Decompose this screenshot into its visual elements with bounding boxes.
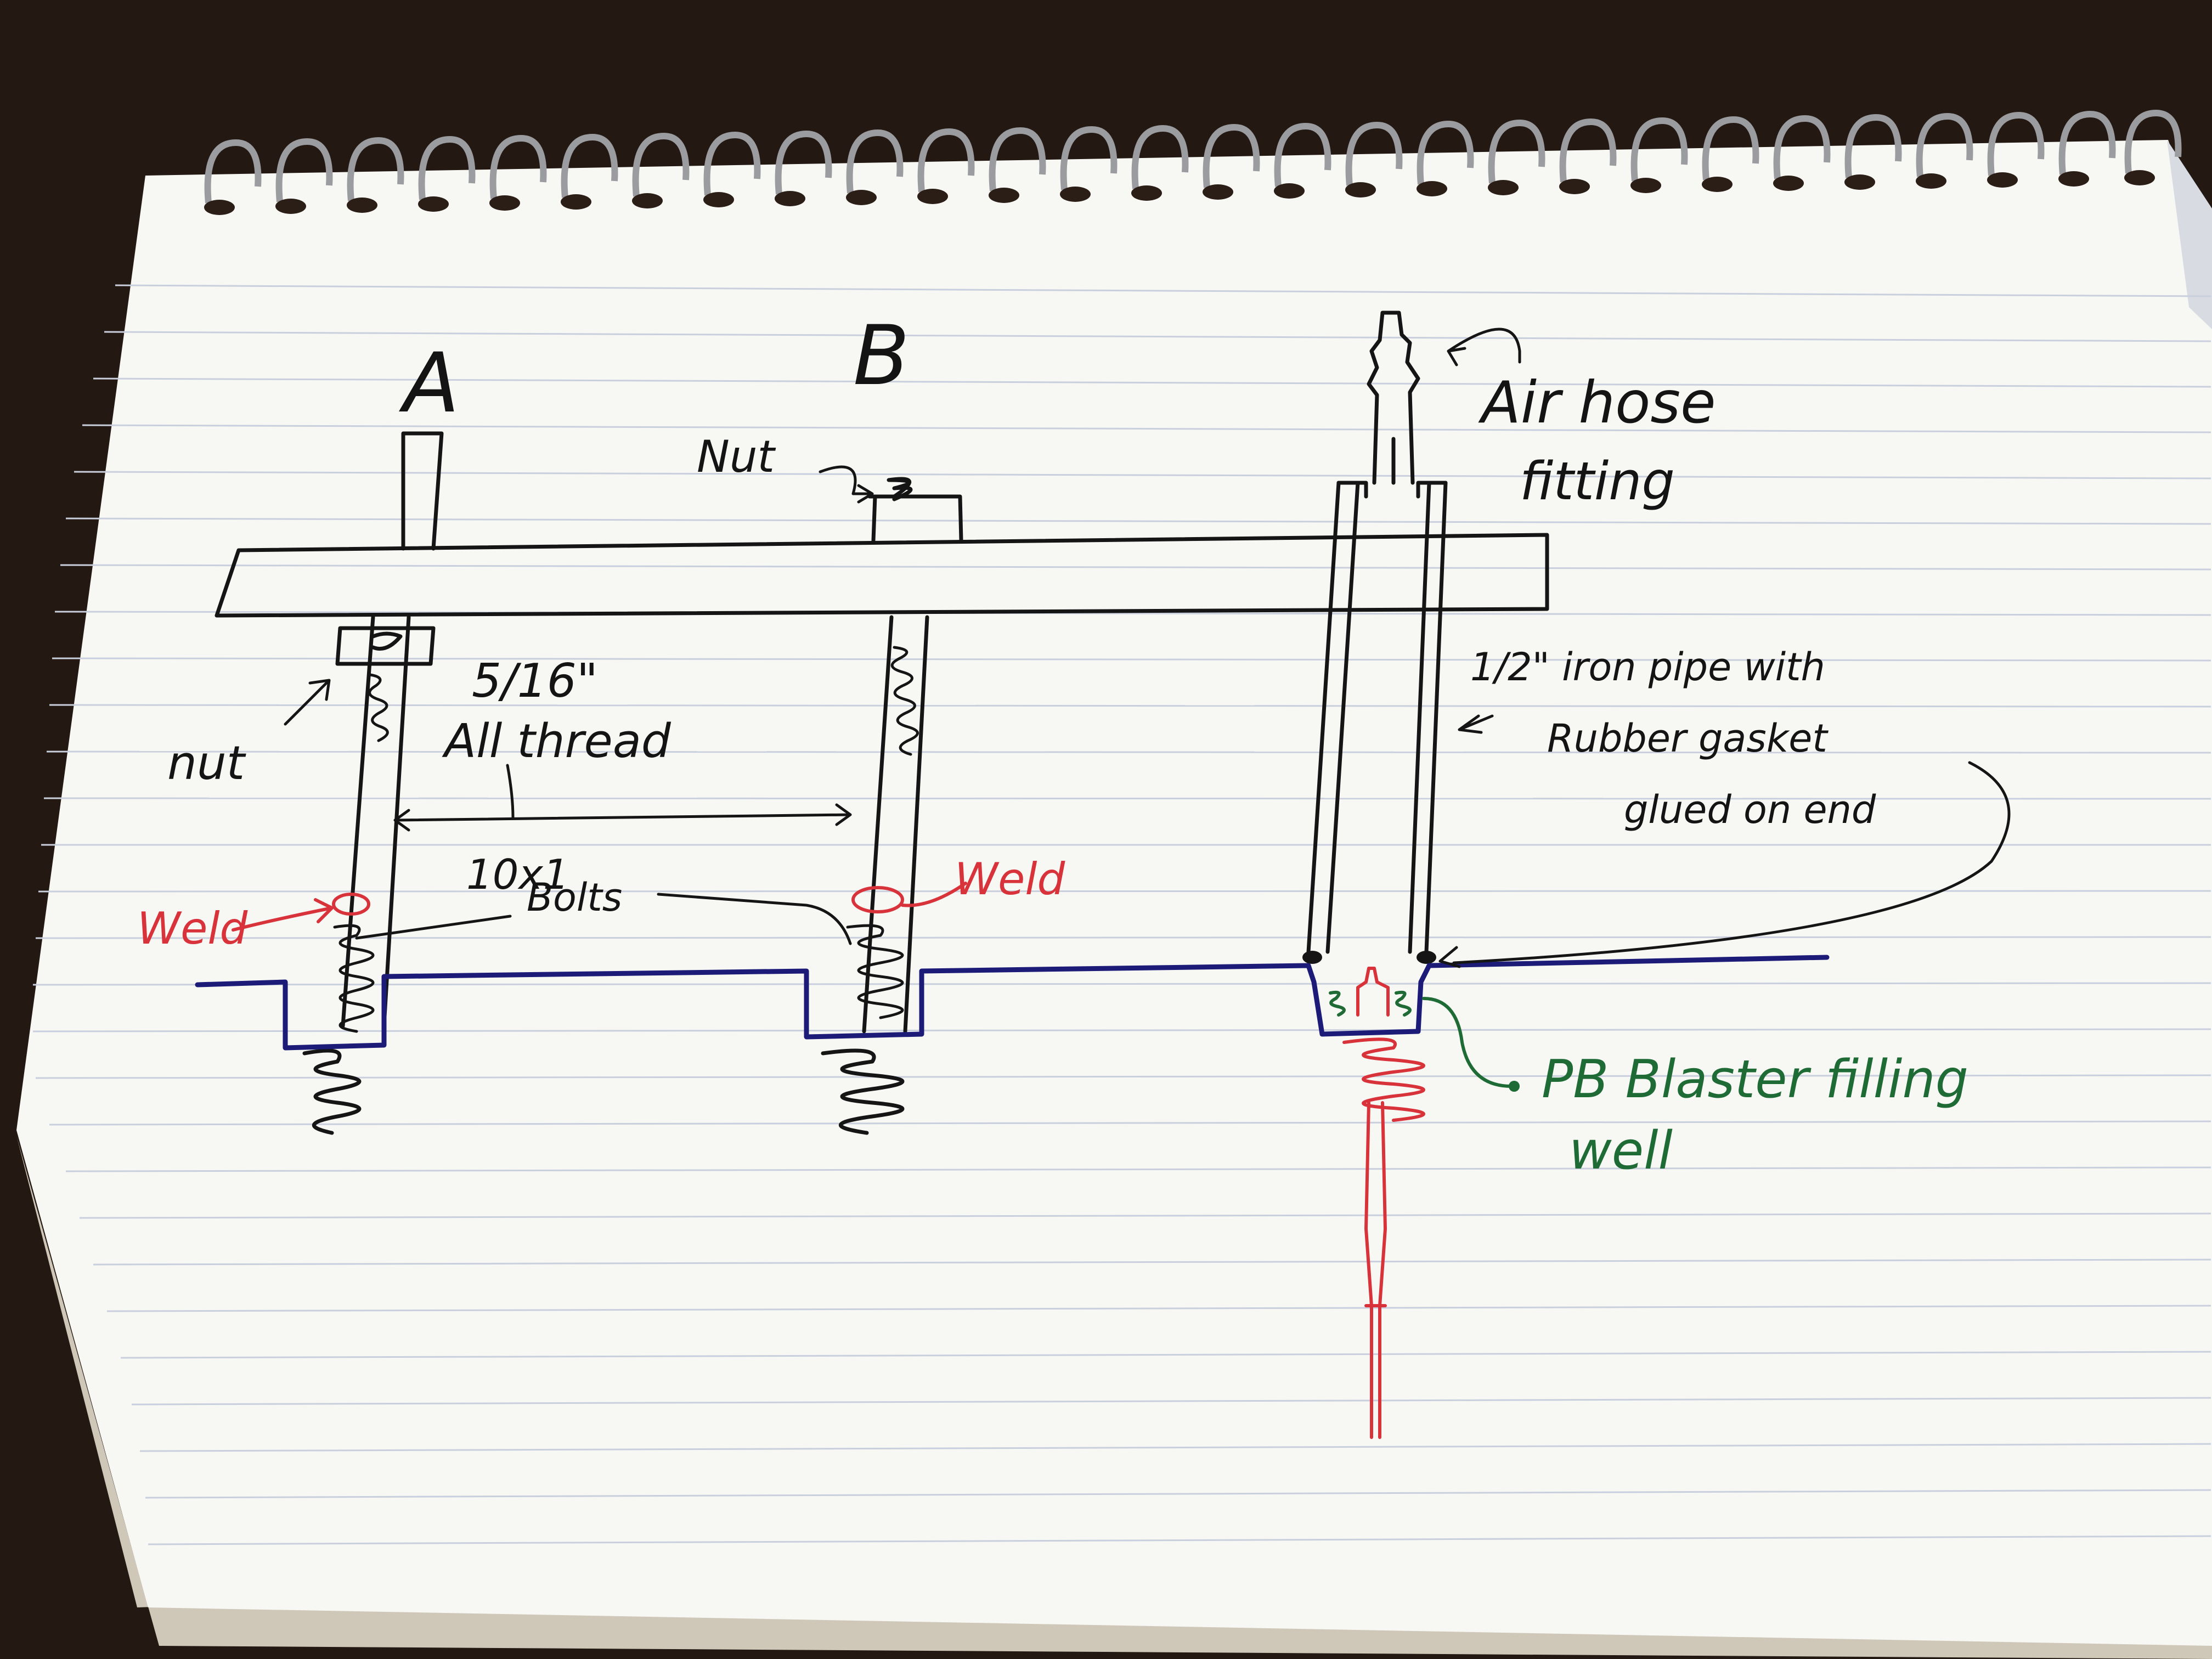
gasket-left xyxy=(1302,951,1322,964)
label-nut-b: Nut xyxy=(697,431,776,482)
threads-a-lower xyxy=(333,924,375,1033)
gasket-leader xyxy=(1438,761,2011,968)
rod-a-top xyxy=(401,431,444,551)
threads-a-upper xyxy=(368,673,389,742)
label-all-thread: All thread xyxy=(442,714,672,769)
all-thread-span xyxy=(393,764,852,832)
page-curl xyxy=(2167,140,2212,329)
weld-arrow-b xyxy=(901,882,967,907)
label-air-hose: Air hose xyxy=(1478,369,1716,436)
weld-mark-b xyxy=(851,886,904,913)
label-nut-a: nut xyxy=(167,736,246,791)
pipe-arrow xyxy=(1458,714,1494,734)
label-well: well xyxy=(1569,1121,1673,1181)
rod-b-shaft xyxy=(862,615,929,1034)
binding-holes xyxy=(204,170,2155,215)
surface-line xyxy=(195,955,1830,1051)
label-thread-size: 5/16" xyxy=(472,654,598,708)
nut-a-arrow xyxy=(284,679,331,726)
threads-b-upper xyxy=(890,646,919,756)
nut-b-arrow xyxy=(819,465,874,504)
bolts-leader xyxy=(355,893,852,945)
air-hose-fitting xyxy=(1367,311,1420,485)
spiral-binding xyxy=(204,109,2182,204)
label-a: A xyxy=(399,336,460,431)
nut-b-top xyxy=(867,477,963,543)
label-pipe-line2: Rubber gasket xyxy=(1547,716,1829,761)
label-pb-blaster: PB Blaster filling xyxy=(1542,1049,1968,1110)
ruled-lines xyxy=(32,284,2211,1545)
air-hose-arrow xyxy=(1447,328,1521,366)
pipe-cap xyxy=(1336,481,1448,499)
threads-b-bottom xyxy=(821,1048,905,1135)
label-pipe-line1: 1/2" iron pipe with xyxy=(1470,645,1825,690)
label-pipe-line3: glued on end xyxy=(1624,787,1876,832)
pb-leader-dot xyxy=(1509,1081,1520,1092)
pb-blaster-leader xyxy=(1422,997,1513,1088)
label-fitting: fitting xyxy=(1520,452,1675,512)
gasket-right xyxy=(1417,951,1436,964)
threads-b-lower xyxy=(846,924,904,1019)
crossbar xyxy=(215,533,1549,618)
well-threads xyxy=(1329,990,1412,1017)
weld-arrow-a xyxy=(232,898,334,932)
nut-a xyxy=(335,626,436,666)
label-weld-b: Weld xyxy=(955,854,1066,905)
label-bolts: Bolts xyxy=(527,875,622,920)
label-b: B xyxy=(853,308,910,404)
weld-mark-a xyxy=(332,893,370,916)
seized-bolt xyxy=(1342,967,1425,1439)
iron-pipe xyxy=(1306,481,1448,954)
label-weld-a: Weld xyxy=(137,903,249,954)
label-bolt-size: 10x1 xyxy=(466,850,569,899)
threads-a-bottom xyxy=(302,1048,362,1135)
notebook-page xyxy=(16,140,2212,1646)
